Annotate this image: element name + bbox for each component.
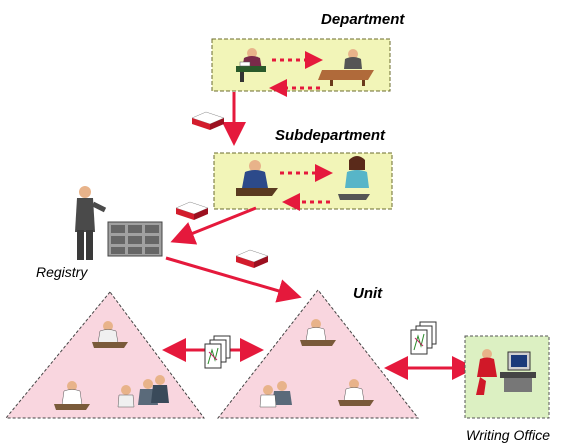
book-icon (191, 111, 225, 130)
left-unit-triangle (4, 291, 205, 419)
person-at-desk-icon-3 (300, 319, 336, 346)
subdepartment-box (213, 152, 393, 211)
subdepartment-person-right-icon (338, 156, 370, 200)
department-person-right-icon (318, 49, 374, 86)
standing-man-icon (75, 186, 107, 260)
department-person-left-icon (236, 48, 266, 82)
documents-icon-2 (410, 321, 437, 355)
department-label: Department (321, 11, 405, 28)
person-at-desk-icon-5 (338, 379, 374, 406)
person-at-desk-icon (92, 321, 128, 348)
book-icon-2 (175, 201, 209, 220)
writing-office-box (464, 335, 550, 419)
person-at-desk-icon-2 (54, 381, 90, 410)
book-icon-3 (235, 249, 269, 268)
computer-workstation-icon (476, 349, 536, 395)
subdepartment-person-left-icon (236, 160, 278, 196)
right-unit-triangle (216, 289, 420, 419)
department-box (211, 38, 391, 97)
people-meeting-icon (117, 375, 169, 408)
person-at-desk-icon-4 (259, 381, 292, 408)
documents-icon (204, 335, 231, 369)
unit-label: Unit (353, 285, 383, 302)
filing-cabinet-icon (107, 221, 163, 257)
subdepartment-label: Subdepartment (275, 127, 386, 144)
writing-office-label: Writing Office (466, 427, 551, 443)
registry-group (75, 186, 163, 260)
registry-label: Registry (36, 264, 88, 280)
